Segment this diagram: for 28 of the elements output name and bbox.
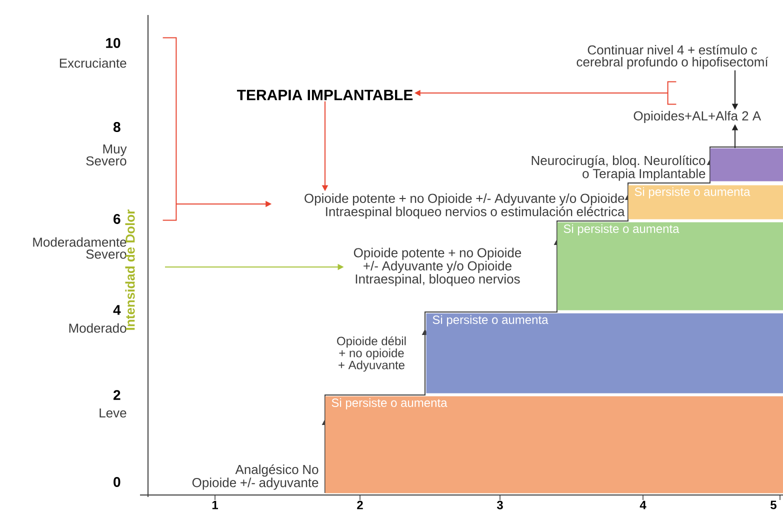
- level-label: Moderado: [69, 323, 126, 333]
- tick-label: 2: [114, 390, 120, 400]
- step-band: Si persiste o aumenta: [426, 313, 783, 394]
- level-label: Moderadamente Severo: [33, 237, 126, 259]
- bracket: [162, 37, 177, 221]
- text-label: Opioide débil + no opioide + Adyuvante: [337, 336, 406, 372]
- text-label: Opioides+AL+Alfa 2 A: [634, 110, 762, 124]
- bracket: [667, 81, 677, 105]
- tick-label: 1: [212, 500, 218, 510]
- tick-label: 0: [114, 477, 120, 487]
- tick-label: 10: [106, 38, 120, 48]
- level-label: Leve: [100, 408, 126, 418]
- level-label: Muy Severo: [86, 144, 127, 166]
- text-label: Opioide potente + no Opioide +/- Adyuvante y/o Opioide Intraespinal, bloqueo nervios: [354, 248, 522, 286]
- text-label: Analgésico No Opioide +/- adyuvante: [192, 464, 318, 490]
- step-band: Si persiste o aumenta: [557, 222, 783, 310]
- step-band: Si persiste o aumenta: [628, 185, 783, 220]
- text-label: Opioide potente + no Opioide +/- Adyuvante y/o Opioide Intraespinal bloqueo nervios o estimulación eléctrica: [304, 193, 625, 219]
- text-label: Neurocirugía, bloq. Neurolítico o Terapia Implantable: [532, 155, 706, 181]
- step-band: Si persiste o aumenta: [325, 396, 783, 494]
- text-label: Continuar nivel 4 + estímulo c cerebral profundo o hipofisectomí: [576, 44, 768, 70]
- step-band: [710, 148, 783, 182]
- axis-title: Intensidad de Dolor: [125, 210, 135, 330]
- text-label: TERAPIA IMPLANTABLE: [237, 90, 413, 100]
- tick-label: 4: [113, 305, 121, 315]
- tick-label: 6: [114, 214, 120, 224]
- tick-label: 8: [113, 122, 120, 132]
- level-label: Excruciante: [60, 58, 126, 68]
